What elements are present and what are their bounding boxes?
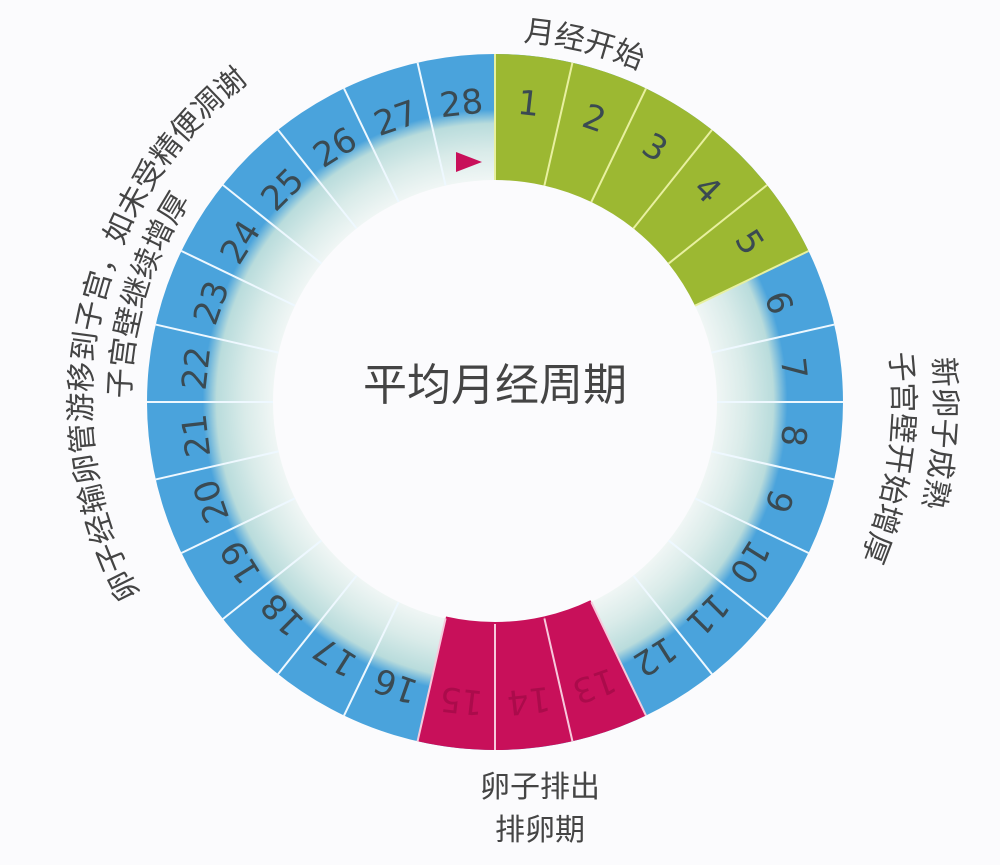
segment-divider [711, 450, 835, 481]
segment-divider [632, 129, 713, 230]
label-right-outer-text: 新卵子成熟 [915, 356, 962, 512]
segment-divider [711, 323, 835, 354]
segment-divider [277, 574, 358, 675]
day-number-28: 28 [438, 82, 485, 127]
segment-divider [590, 601, 647, 716]
segment-divider [667, 184, 768, 265]
segment-divider [543, 618, 574, 742]
day-segment-5 [668, 185, 809, 306]
day-segment-1 [495, 54, 573, 186]
segment-divider [277, 129, 358, 230]
segment-divider [181, 497, 296, 554]
segment-divider [155, 450, 279, 481]
segment-divider [222, 539, 323, 620]
segment-divider [181, 250, 296, 307]
segment-divider [543, 62, 574, 186]
day-segment-2 [544, 62, 646, 202]
segment-divider [632, 574, 713, 675]
day-segments [147, 54, 843, 750]
day-number-21: 21 [175, 412, 220, 459]
segment-divider [343, 88, 400, 203]
segment-divider [416, 62, 447, 186]
segment-divider [416, 618, 447, 742]
day-segment-14 [495, 616, 573, 750]
day-number-1: 1 [516, 83, 542, 125]
label-ovulation-period: 排卵期 [495, 813, 585, 848]
day-number-14: 14 [505, 678, 552, 723]
segment-divider [667, 539, 768, 620]
day-number-15: 15 [438, 678, 485, 723]
segment-divider [155, 323, 279, 354]
label-new-egg-matures: 新卵子成熟 [915, 356, 962, 512]
label-ovulation-release: 卵子排出 [480, 770, 600, 805]
day-segment-4 [633, 129, 768, 264]
segment-divider [590, 88, 647, 203]
day-number-22: 22 [175, 345, 220, 392]
segment-divider [343, 601, 400, 716]
label-right-inner-text: 子宫壁开始增厚 [854, 350, 920, 568]
day-segment-15 [417, 616, 495, 750]
segment-divider [694, 250, 809, 307]
day-number-7: 7 [772, 355, 814, 381]
day-segment-3 [591, 88, 712, 229]
center-title: 平均月经周期 [363, 360, 627, 411]
day-number-8: 8 [772, 423, 814, 449]
segment-divider [694, 497, 809, 554]
segment-divider [222, 184, 323, 265]
day-segment-13 [543, 600, 646, 742]
triangle-right-icon [456, 152, 482, 172]
label-uterine-wall-thickens: 子宫壁开始增厚 [854, 350, 920, 568]
